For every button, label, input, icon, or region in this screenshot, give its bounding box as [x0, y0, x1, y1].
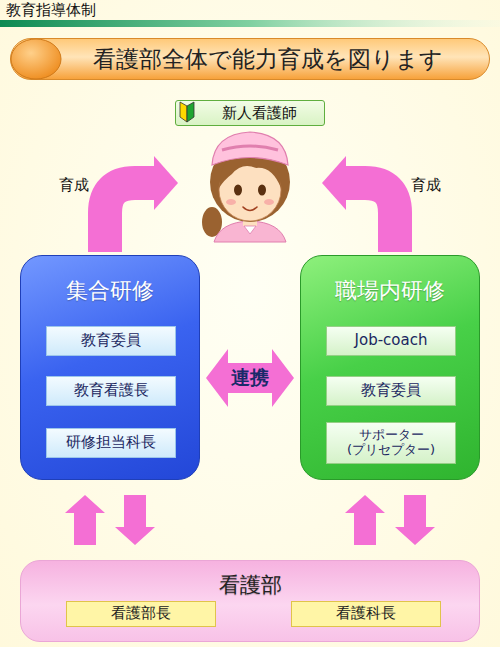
training-box: 職場内研修 Job-coach 教育委員サポーター (プリセプター) — [300, 255, 480, 480]
connector-arrow — [115, 495, 155, 545]
arrow-head — [322, 156, 346, 210]
arrow-shaft — [346, 183, 395, 252]
node-label: 教育委員 — [361, 382, 421, 399]
arrow-shaft — [105, 183, 154, 252]
nurse-cap-stripe — [222, 146, 278, 150]
node-label: 職場内研修 — [301, 276, 479, 306]
node-label: 看護部全体で能力育成を図ります — [93, 44, 443, 75]
connector-arrow — [65, 495, 105, 545]
edge-label: 育成 — [59, 176, 89, 195]
node-label: サポーター (プリセプター) — [327, 428, 455, 458]
nurse-collar — [244, 226, 256, 234]
nurse-mouth — [243, 207, 257, 211]
arrow-body — [115, 495, 155, 545]
arrow-body — [206, 349, 294, 407]
member-box: 教育看護長 — [46, 376, 176, 406]
member-box: 研修担当科長 — [46, 428, 176, 458]
beginner-mark-right — [187, 102, 194, 122]
node-label: 研修担当科長 — [66, 434, 156, 451]
node-label: 看護部 — [21, 571, 479, 599]
nurse-bangs — [219, 152, 281, 188]
nurse-blush — [226, 199, 236, 205]
node-label: 集合研修 — [21, 276, 199, 306]
node-label: 看護科長 — [336, 605, 396, 622]
member-box: 教育委員 — [326, 376, 456, 406]
beginner-mark-left — [180, 102, 187, 122]
node-label: 教育委員 — [81, 332, 141, 349]
edge-label: 連携 — [231, 365, 269, 391]
arrow-body — [395, 495, 435, 545]
connector-arrow — [105, 156, 178, 252]
edge-label: 育成 — [411, 176, 441, 195]
trainee-sign: 新人看護師 — [170, 98, 330, 240]
nurse-eye — [258, 185, 266, 196]
node-label: Job-coach — [355, 332, 428, 349]
headline-banner: 看護部全体で能力育成を図ります — [10, 38, 490, 80]
connector-arrow — [395, 495, 435, 545]
header-rule — [0, 20, 500, 27]
nurse-eye — [234, 185, 242, 196]
nurse-hair — [210, 142, 290, 222]
role-box: 看護部長 — [66, 601, 216, 627]
nurse-ponytail — [202, 207, 222, 237]
training-box: 集合研修教育委員教育看護長研修担当科長 — [20, 255, 200, 480]
arrow-head — [154, 156, 178, 210]
node-label: 看護部長 — [111, 605, 171, 622]
nurse-cap — [212, 132, 288, 165]
connector-arrow — [345, 495, 385, 545]
banner-end-cap — [11, 39, 61, 79]
member-box: Job-coach — [326, 326, 456, 356]
role-box: 看護科長 — [291, 601, 441, 627]
nurse-blush — [264, 199, 274, 205]
connector-arrow — [322, 156, 395, 252]
arrow-body — [345, 495, 385, 545]
node-label: 新人看護師 — [175, 100, 325, 126]
nurse-neck — [243, 214, 257, 226]
connector-arrow — [206, 349, 294, 407]
nurse-face — [219, 159, 281, 221]
arrow-body — [65, 495, 105, 545]
member-box: 教育委員 — [46, 326, 176, 356]
nurse-uniform — [214, 221, 286, 242]
page-title: 教育指導体制 — [6, 1, 96, 20]
node-label: 教育看護長 — [74, 382, 149, 399]
department-band: 看護部看護部長 看護科長 — [20, 560, 480, 642]
member-box: サポーター (プリセプター) — [326, 422, 456, 464]
